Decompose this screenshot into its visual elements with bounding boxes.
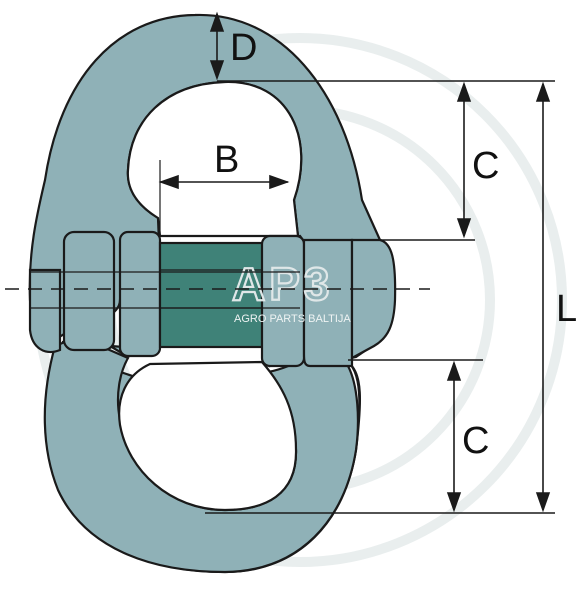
dimension-lines (158, 11, 555, 514)
right-lugs (260, 234, 397, 368)
center-pin (158, 241, 272, 349)
watermark-subtitle: AGRO PARTS BALTIJA (234, 313, 351, 325)
label-l: L (556, 288, 577, 330)
upper-eye-opening (126, 80, 303, 238)
watermark: AP3 AGRO PARTS BALTIJA (231, 257, 352, 325)
label-b: B (214, 139, 239, 181)
watermark-logo: AP3 (232, 258, 333, 310)
label-c-top: C (472, 145, 499, 187)
label-d: D (230, 27, 257, 69)
label-c-bottom: C (462, 420, 489, 462)
lower-eye-opening (118, 360, 298, 512)
